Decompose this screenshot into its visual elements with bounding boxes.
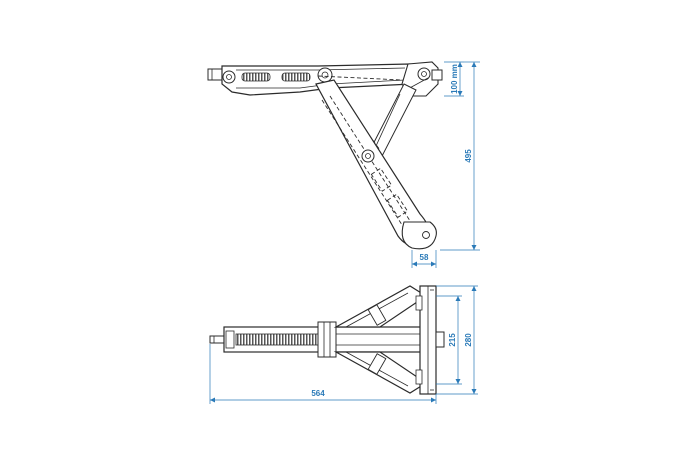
dim-outer-width-label: 280 [464, 333, 473, 347]
dim-foot-width: 58 [411, 250, 437, 268]
dim-total-height-label: 495 [464, 149, 473, 163]
top-end-plate [415, 285, 445, 395]
top-crank-stub [209, 335, 225, 344]
dim-height-to-pivot-label: 100 mm [450, 64, 459, 94]
dim-outer-width: 280 [436, 285, 478, 395]
side-diagonal-leg [315, 79, 437, 250]
top-main-rail [223, 321, 425, 358]
dim-foot-width-label: 58 [420, 253, 429, 262]
dim-inner-width: 215 [436, 295, 462, 385]
crank-stub [207, 68, 223, 81]
dim-height-to-pivot: 100 mm [444, 61, 464, 97]
dim-total-height: 495 [440, 61, 480, 251]
top-view: 564 215 280 [209, 285, 478, 404]
side-housing [221, 63, 431, 96]
dim-total-length-label: 564 [311, 389, 325, 398]
dim-total-length: 564 [209, 344, 437, 404]
side-view: 100 mm 495 58 [207, 61, 480, 268]
dim-inner-width-label: 215 [448, 333, 457, 347]
